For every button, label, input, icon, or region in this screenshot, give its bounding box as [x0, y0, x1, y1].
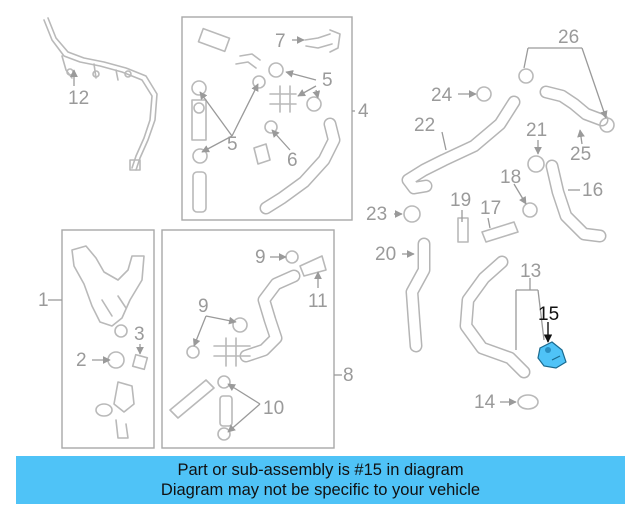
callout-11: 11 — [308, 291, 328, 312]
group-box-4 — [181, 16, 353, 221]
pipe-assembly-12[interactable] — [43, 17, 158, 171]
callout-22: 22 — [414, 115, 435, 136]
callout-17: 17 — [480, 198, 501, 219]
callout-5-left: 5 — [227, 134, 238, 155]
group-box-1 — [61, 229, 155, 449]
callout-15: 15 — [538, 304, 559, 325]
callout-3: 3 — [134, 324, 145, 345]
callout-5-top: 5 — [322, 70, 333, 91]
callout-26: 26 — [558, 27, 579, 48]
leader-lines — [48, 36, 606, 433]
group-8-parts[interactable] — [169, 250, 327, 441]
callout-16: 16 — [582, 180, 603, 201]
callout-6: 6 — [287, 150, 298, 171]
callout-24: 24 — [431, 85, 453, 106]
callout-1: 1 — [38, 290, 49, 311]
right-side-parts[interactable] — [401, 68, 615, 410]
callout-20: 20 — [375, 244, 396, 265]
callout-2: 2 — [76, 350, 87, 371]
callout-7: 7 — [275, 31, 286, 52]
callout-10: 10 — [263, 398, 284, 419]
callout-23: 23 — [366, 204, 387, 225]
callout-25: 25 — [570, 144, 591, 165]
banner-line-2: Diagram may not be specific to your vehi… — [160, 481, 481, 499]
group-1-parts[interactable] — [71, 245, 149, 439]
banner-line-1: Part or sub-assembly is #15 in diagram — [177, 461, 464, 479]
callout-13: 13 — [520, 261, 541, 282]
highlighted-part-15[interactable] — [537, 341, 567, 369]
callout-19: 19 — [450, 190, 471, 211]
callouts: 7 5 4 5 6 12 1 2 3 9 11 9 8 10 26 24 22 … — [38, 27, 603, 419]
callout-9-top: 9 — [255, 247, 266, 268]
callout-18: 18 — [500, 167, 521, 188]
callout-9-left: 9 — [198, 296, 209, 317]
info-banner: Part or sub-assembly is #15 in diagram D… — [16, 456, 625, 504]
callout-12: 12 — [68, 88, 89, 109]
group-4-parts[interactable] — [191, 27, 341, 215]
callout-14: 14 — [474, 392, 496, 413]
callout-4: 4 — [358, 101, 369, 122]
parts-diagram: 7 5 4 5 6 12 1 2 3 9 11 9 8 10 26 24 22 … — [38, 16, 615, 449]
callout-21: 21 — [526, 120, 547, 141]
group-box-8 — [161, 229, 335, 449]
callout-8: 8 — [343, 365, 354, 386]
